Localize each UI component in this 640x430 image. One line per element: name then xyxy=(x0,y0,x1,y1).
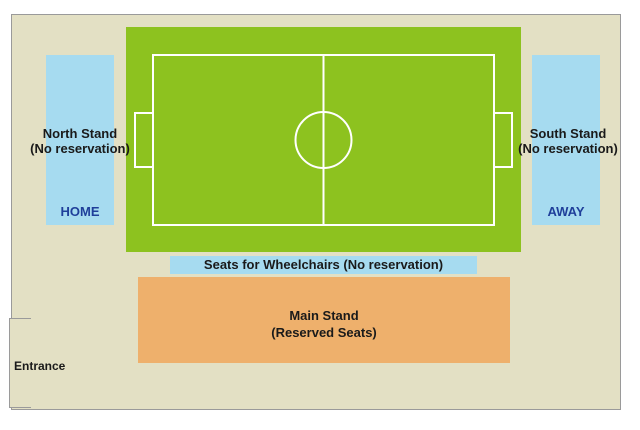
south-stand-label: South Stand (No reservation) xyxy=(498,126,638,156)
main-stand-area xyxy=(138,277,510,363)
north-goal-box xyxy=(134,112,154,168)
center-circle xyxy=(294,111,353,169)
entrance-label: Entrance xyxy=(14,359,66,373)
north-stand-area xyxy=(46,55,114,225)
north-stand-label: North Stand (No reservation) xyxy=(10,126,150,156)
away-label: AWAY xyxy=(547,204,585,219)
entrance-area xyxy=(9,318,31,408)
south-stand-area xyxy=(532,55,600,225)
wheelchair-label: Seats for Wheelchairs (No reservation) xyxy=(203,257,444,272)
main-stand-label: Main Stand (Reserved Seats) xyxy=(138,307,510,341)
north-stand-note: (No reservation) xyxy=(30,141,130,156)
south-stand-note: (No reservation) xyxy=(518,141,618,156)
south-stand-name: South Stand xyxy=(529,126,607,141)
wheelchair-seating-area xyxy=(170,256,477,274)
north-stand-name: North Stand xyxy=(42,126,118,141)
home-label: HOME xyxy=(60,204,100,219)
south-goal-box xyxy=(493,112,513,168)
main-stand-note: (Reserved Seats) xyxy=(271,325,377,340)
main-stand-name: Main Stand xyxy=(289,308,359,323)
